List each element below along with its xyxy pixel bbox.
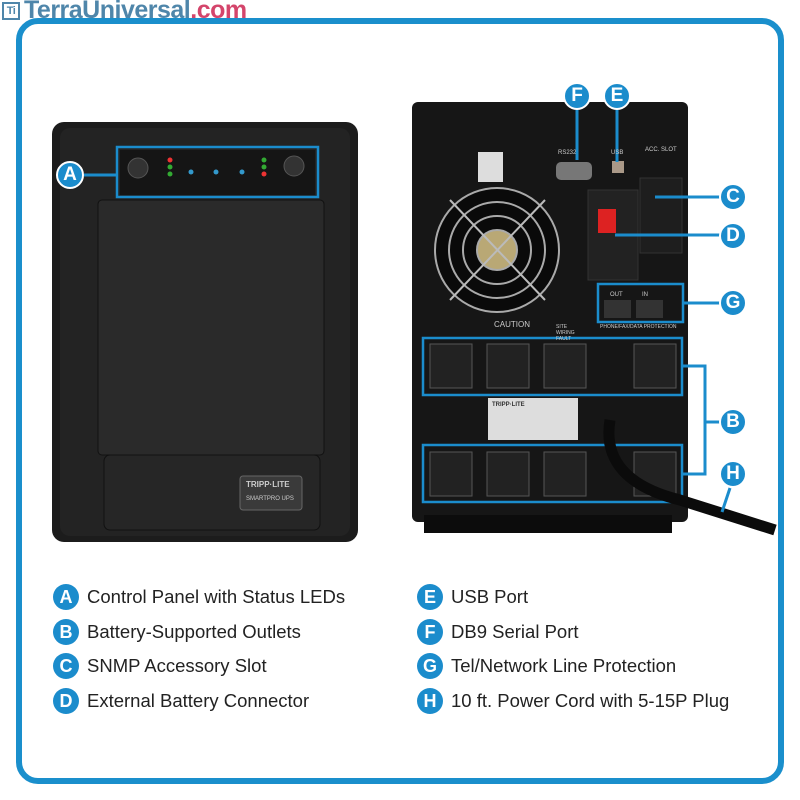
legend-text: SNMP Accessory Slot: [87, 655, 267, 676]
legend-item-d: D External Battery Connector: [53, 688, 309, 714]
legend-text: Battery-Supported Outlets: [87, 621, 301, 642]
rs232-label: RS232: [558, 150, 577, 156]
legend-badge: G: [417, 653, 443, 679]
legend-badge: C: [53, 653, 79, 679]
legend-text: USB Port: [451, 586, 529, 607]
callout-e: E: [603, 82, 631, 110]
legend-item-c: C SNMP Accessory Slot: [53, 653, 267, 679]
callout-g: G: [719, 289, 747, 317]
front-brand-badge: TRIPP·LITE: [246, 480, 290, 489]
callout-c: C: [719, 183, 747, 211]
site-wiring-label: SITE WIRING FAULT: [556, 324, 575, 342]
legend-item-a: A Control Panel with Status LEDs: [53, 584, 345, 610]
logo-mark: Ti: [2, 2, 20, 21]
legend-text: Control Panel with Status LEDs: [87, 586, 346, 607]
legend-badge: F: [417, 619, 443, 645]
legend-text: External Battery Connector: [87, 690, 310, 711]
legend-badge: H: [417, 688, 443, 714]
legend-badge: A: [53, 584, 79, 610]
callout-b: B: [719, 408, 747, 436]
callout-d: D: [719, 222, 747, 250]
rear-brand-label: TRIPP·LITE: [492, 402, 525, 408]
front-model-label: SMARTPRO UPS: [246, 496, 294, 502]
legend-text: 10 ft. Power Cord with 5-15P Plug: [451, 690, 730, 711]
callout-h: H: [719, 460, 747, 488]
legend-badge: B: [53, 619, 79, 645]
legend-item-h: H 10 ft. Power Cord with 5-15P Plug: [417, 688, 729, 714]
legend-badge: E: [417, 584, 443, 610]
legend-item-g: G Tel/Network Line Protection: [417, 653, 676, 679]
legend-item-e: E USB Port: [417, 584, 528, 610]
ups-rear: [412, 102, 777, 536]
legend-text: DB9 Serial Port: [451, 621, 579, 642]
protection-label: PHONE/FAX/DATA PROTECTION: [600, 324, 677, 330]
acc-slot-label: ACC. SLOT: [645, 147, 677, 153]
legend-text: Tel/Network Line Protection: [451, 655, 677, 676]
caution-label: CAUTION: [494, 320, 530, 329]
callout-lines: [575, 108, 732, 513]
in-label: IN: [642, 292, 648, 298]
callout-a: A: [56, 161, 84, 189]
out-label: OUT: [610, 292, 623, 298]
ups-front: [52, 122, 358, 542]
usb-label: USB: [611, 150, 624, 156]
content-frame: [16, 18, 784, 784]
callout-f: F: [563, 82, 591, 110]
legend-badge: D: [53, 688, 79, 714]
legend-item-b: B Battery-Supported Outlets: [53, 619, 301, 645]
legend-item-f: F DB9 Serial Port: [417, 619, 579, 645]
